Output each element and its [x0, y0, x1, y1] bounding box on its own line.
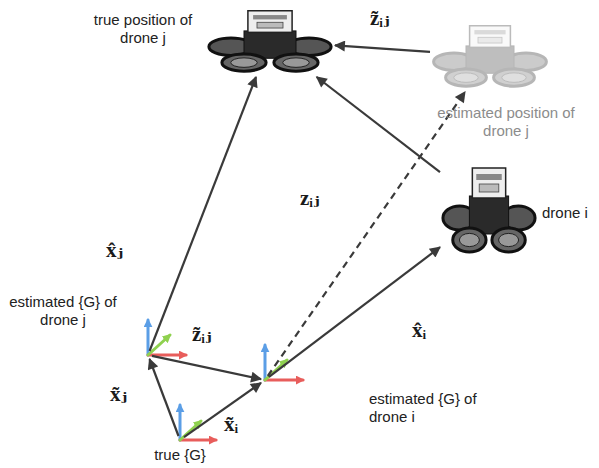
- vector-label: z̃ᵢⱼ: [192, 322, 212, 346]
- z-axis: [264, 345, 267, 380]
- node-label: estimated position of drone j: [436, 104, 576, 140]
- dashed-vector-arrow: [268, 92, 465, 376]
- frame-origin: estimated {G} of drone i: [261, 376, 269, 384]
- vector-label: x̃ᵢ: [224, 412, 238, 436]
- drone-node: drone i: [440, 160, 538, 260]
- x-axis: [265, 379, 303, 382]
- x-axis: [180, 439, 216, 442]
- node-label: true position of drone j: [93, 11, 193, 47]
- drone-illustration: [430, 20, 550, 92]
- vector-label: z̃ᵢⱼ: [370, 6, 390, 30]
- frame-true-g: [180, 405, 216, 440]
- vector-arrow: [150, 359, 179, 436]
- vector-label: x̃ⱼ: [110, 382, 127, 406]
- node-label: drone i: [542, 204, 588, 222]
- vector-label: x̂ⱼ: [106, 238, 123, 262]
- vector-arrow: [335, 45, 430, 51]
- drone-node: estimated position of drone j: [430, 20, 550, 92]
- drone-illustration: [440, 160, 538, 260]
- drone-illustration: [205, 5, 335, 77]
- node-label: estimated {G} of drone i: [369, 390, 477, 426]
- vector-arrow: [150, 77, 256, 351]
- node-label: estimated {G} of drone j: [8, 293, 118, 329]
- vector-arrow: [152, 356, 261, 379]
- frame-origin: estimated {G} of drone j: [144, 351, 152, 359]
- y-axis: [180, 421, 201, 440]
- vector-label: x̂ᵢ: [412, 318, 426, 342]
- frame-origin: true {G}: [176, 436, 184, 444]
- vector-arrow: [184, 383, 261, 437]
- vector-arrow: [269, 247, 440, 377]
- node-label: true {G}: [142, 446, 218, 464]
- drone-node: true position of drone j: [205, 5, 335, 77]
- vector-label: zᵢⱼ: [300, 186, 320, 210]
- vector-arrow: [317, 77, 440, 172]
